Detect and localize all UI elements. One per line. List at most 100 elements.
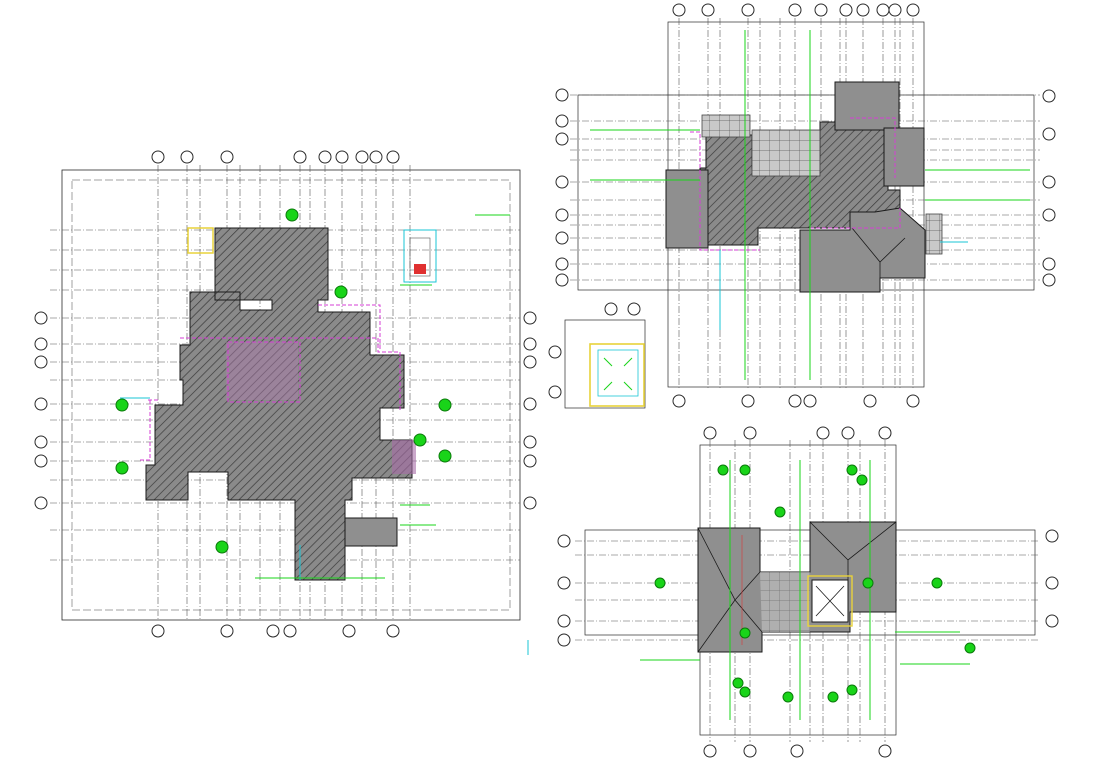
grid-bubble [220,150,234,164]
main-eave-outline [140,337,401,461]
spot-level-symbol [856,474,868,486]
spot-level-symbol [654,577,666,589]
grid-bubble [555,175,569,189]
grid-bubble [1045,529,1059,543]
grid-bubble [557,576,571,590]
grid-bubble [523,496,537,510]
grid-bubble [672,3,686,17]
grid-bubble [34,355,48,369]
grid-bubble [839,3,853,17]
grid-bubble [555,257,569,271]
grid-bubble [741,394,755,408]
spot-level-symbol [732,677,744,689]
main-outer-frame [61,169,521,621]
spot-level-symbol [438,398,452,412]
spot-level-symbol [931,577,943,589]
grid-bubble [1045,576,1059,590]
grid-bubble [386,624,400,638]
upper-annotations [590,30,1030,380]
grid-bubble [1042,208,1056,222]
grid-bubble [557,534,571,548]
grid-bubble [1042,89,1056,103]
spot-level-symbol [215,540,229,554]
spot-level-symbol [827,691,839,703]
grid-bubble [34,337,48,351]
main-yellow-box [187,227,214,254]
grid-bubble [34,496,48,510]
spot-level-symbol [438,449,452,463]
grid-bubble [335,150,349,164]
grid-bubble [266,624,280,638]
main-dormer [226,342,298,400]
grid-bubble [878,744,892,758]
upper-skylight-grid [751,129,821,177]
grid-bubble [523,435,537,449]
grid-bubble [151,624,165,638]
grid-bubble [672,394,686,408]
grid-bubble [906,394,920,408]
grid-bubble [878,426,892,440]
grid-bubble [803,394,817,408]
upper-ridge [851,227,906,292]
main-bay [392,440,416,474]
grid-bubble [523,454,537,468]
spot-level-symbol [739,627,751,639]
grid-bubble [342,624,356,638]
grid-bubble [841,426,855,440]
spot-level-symbol [782,691,794,703]
grid-bubble [1042,127,1056,141]
grid-bubble [34,454,48,468]
tower-frame [564,319,646,409]
grid-bubble [34,435,48,449]
grid-bubble [180,150,194,164]
spot-level-symbol [846,464,858,476]
grid-bubble [741,3,755,17]
grid-bubble [523,311,537,325]
upper-trellis [925,213,943,255]
main-annotations [120,214,510,580]
grid-bubble [523,397,537,411]
grid-bubble [604,302,618,316]
lower-grid-bubbles [557,426,1059,758]
spot-level-symbol [285,208,299,222]
grid-bubble [555,231,569,245]
grid-bubble [863,394,877,408]
spot-level-symbol [862,577,874,589]
spot-level-symbol [846,684,858,696]
upper-roof-east [883,127,925,187]
grid-bubble [856,3,870,17]
grid-bubble [220,624,234,638]
spot-level-symbol [115,461,129,475]
grid-bubble [703,426,717,440]
grid-bubble [814,3,828,17]
spot-level-symbol [413,433,427,447]
grid-bubble [888,3,902,17]
grid-bubble [788,3,802,17]
grid-bubble [369,150,383,164]
tower-grid-bubbles [548,302,641,399]
main-spot-levels [115,208,452,554]
grid-bubble [523,337,537,351]
spot-level-symbol [717,464,729,476]
main-vent-box [403,229,437,283]
spot-level-symbol [774,506,786,518]
grid-bubble [1042,175,1056,189]
grid-bubble [743,426,757,440]
lower-hip-lines [697,521,897,653]
upper-roof-north [834,81,900,131]
grid-bubble [151,150,165,164]
grid-bubble [283,624,297,638]
grid-bubble [386,150,400,164]
main-roof-plan [34,150,537,638]
grid-bubble [703,744,717,758]
tower-outer-square [589,343,645,407]
grid-bubble [548,385,562,399]
grid-bubble [790,744,804,758]
spot-level-symbol [739,464,751,476]
lower-roof-plan [527,426,1059,758]
spot-level-symbol [334,285,348,299]
upper-roof-west [665,169,709,249]
grid-bubble [355,150,369,164]
